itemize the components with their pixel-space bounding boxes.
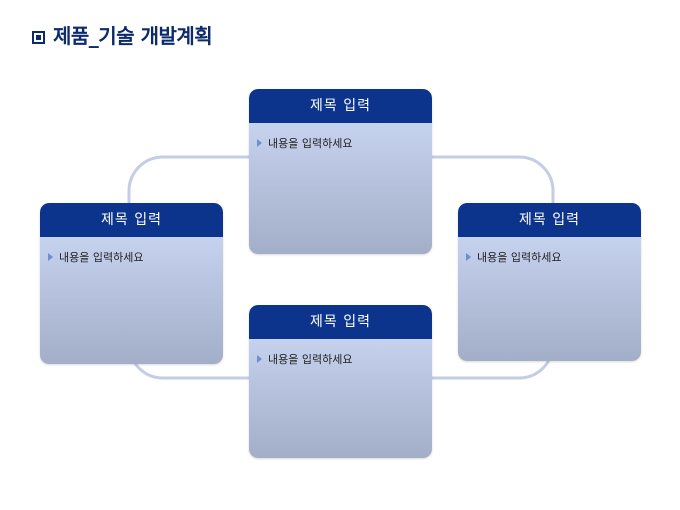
box-content[interactable]: 내용을 입력하세요 <box>268 353 353 366</box>
square-bullet-icon <box>32 31 45 44</box>
box-title[interactable]: 제목 입력 <box>40 203 223 237</box>
box-title[interactable]: 제목 입력 <box>249 89 432 123</box>
box-left: 제목 입력 내용을 입력하세요 <box>40 203 223 364</box>
bullet-triangle-icon <box>257 355 262 363</box>
bullet-triangle-icon <box>466 253 471 261</box>
bullet-triangle-icon <box>48 253 53 261</box>
page-title: 제품_기술 개발계획 <box>32 20 213 49</box>
box-bottom: 제목 입력 내용을 입력하세요 <box>249 305 432 458</box>
box-right: 제목 입력 내용을 입력하세요 <box>458 203 641 361</box>
box-top: 제목 입력 내용을 입력하세요 <box>249 89 432 254</box>
box-title[interactable]: 제목 입력 <box>458 203 641 237</box>
box-title[interactable]: 제목 입력 <box>249 305 432 339</box>
title-text: 제품_기술 개발계획 <box>53 24 213 48</box>
box-content[interactable]: 내용을 입력하세요 <box>268 137 353 150</box>
box-content[interactable]: 내용을 입력하세요 <box>477 251 562 264</box>
bullet-triangle-icon <box>257 139 262 147</box>
box-content[interactable]: 내용을 입력하세요 <box>59 251 144 264</box>
